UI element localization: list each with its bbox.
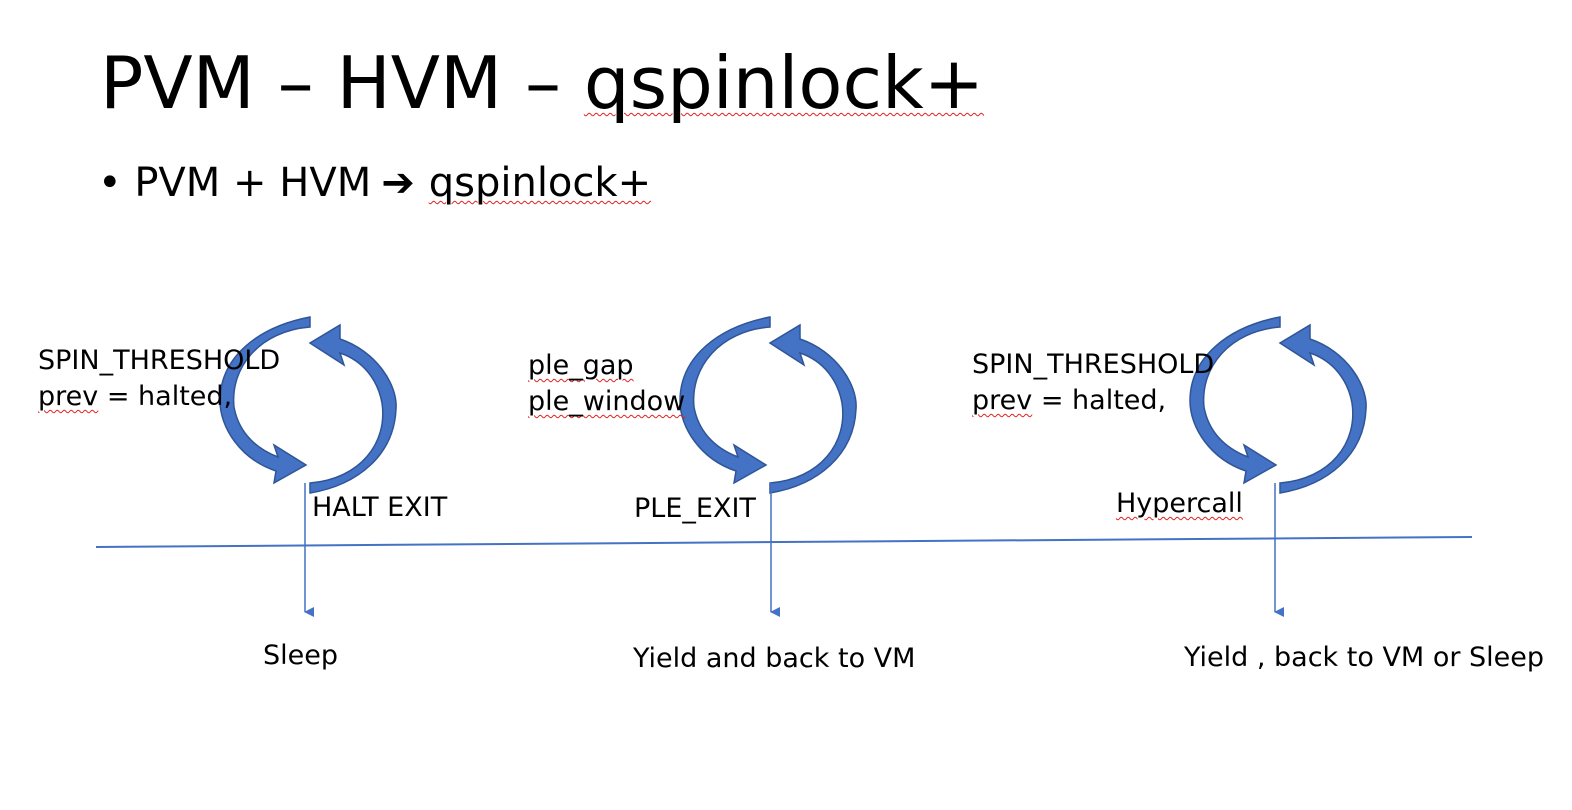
param-line: prev = halted, [972, 383, 1214, 419]
param-name: prev [972, 385, 1033, 416]
param-value: = halted, [1032, 385, 1167, 416]
param-text: SPIN_THRESHOLD [972, 349, 1215, 380]
param-line: SPIN_THRESHOLD [38, 343, 280, 379]
title-prefix: PVM – HVM – [100, 41, 584, 125]
cycle-arrow-left-icon [219, 316, 311, 485]
cycle-arrow-right-icon [768, 323, 857, 494]
right-arrow-icon: ➔ [381, 160, 415, 206]
param-line: prev = halted, [38, 379, 280, 415]
cycle-arrow-right-icon [1278, 323, 1367, 494]
cycle-arrow-left-icon [679, 316, 771, 485]
exit-label: Hypercall [1116, 488, 1243, 519]
param-name: prev [38, 381, 99, 412]
bullet-prefix: PVM + HVM [134, 160, 372, 206]
param-text: ple_window [528, 386, 686, 417]
param-line: ple_window [528, 384, 685, 420]
param-value: = halted, [98, 381, 233, 412]
exit-label: HALT EXIT [312, 492, 448, 523]
stage-params: ple_gap ple_window [528, 348, 685, 420]
param-text: SPIN_THRESHOLD [38, 345, 281, 376]
exit-label: PLE_EXIT [634, 493, 756, 524]
bullet-highlight: qspinlock+ [428, 160, 652, 206]
param-text: ple_gap [528, 350, 634, 381]
title-highlight: qspinlock+ [583, 41, 985, 125]
cycle-arrows-icon [219, 316, 397, 494]
slide-title: PVM – HVM – qspinlock+ [100, 38, 984, 128]
cycle-arrows-icon [679, 316, 857, 494]
cycle-arrows-icon [1189, 316, 1367, 494]
outcome-label: Yield , back to VM or Sleep [1184, 642, 1545, 673]
bullet-marker: • [98, 160, 122, 206]
outcome-label: Yield and back to VM [633, 643, 916, 674]
cycle-arrow-right-icon [308, 323, 397, 494]
param-line: ple_gap [528, 348, 685, 384]
param-line: SPIN_THRESHOLD [972, 347, 1214, 383]
outcome-label: Sleep [263, 640, 339, 671]
bullet-point: • PVM + HVM➔ qspinlock+ [98, 158, 651, 208]
boundary-line [95, 536, 1473, 548]
cycle-arrow-left-icon [1189, 316, 1281, 485]
